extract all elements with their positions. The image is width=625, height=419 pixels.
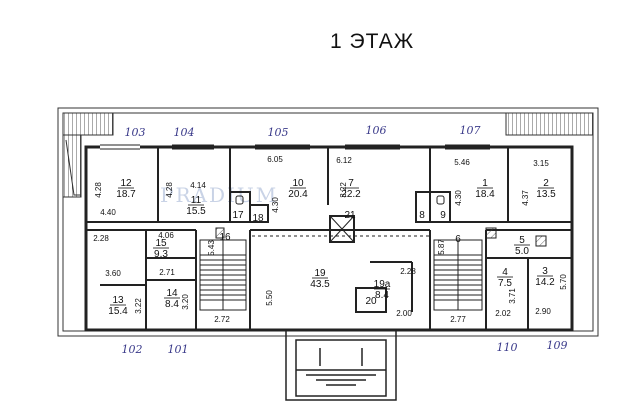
dimension-label: 5.46 [454, 158, 470, 167]
room-number: 9 [440, 210, 446, 221]
dimension-label: 5.50 [265, 290, 274, 306]
dimension-label: 3.22 [134, 298, 143, 314]
room-number: 4 [502, 267, 508, 278]
dimension-label: 2.72 [214, 315, 230, 324]
interior-walls [86, 147, 572, 330]
room-number: 21 [344, 210, 356, 221]
entrance-porch [285, 329, 397, 401]
room-number: 5 [519, 235, 525, 246]
watermark: PRADIUM [160, 183, 278, 207]
room-number: 11 [191, 195, 202, 206]
dimension-label: 3.22 [339, 182, 348, 198]
stairs-left [199, 239, 247, 311]
dimension-label: 4.06 [158, 231, 174, 240]
dimension-label: 6.05 [267, 155, 283, 164]
room-number: 3 [542, 266, 548, 277]
dimension-label: 2.28 [93, 234, 109, 243]
room-area: 18.7 [116, 189, 136, 200]
dimension-label: 2.00 [396, 309, 412, 318]
dimension-label: 4.28 [94, 182, 103, 198]
dimension-label: 4.37 [521, 190, 530, 206]
dimension-label: 5.70 [559, 274, 568, 290]
dimension-label: 4.28 [165, 182, 174, 198]
room-area: 13.5 [536, 189, 556, 200]
dimension-label: 3.15 [533, 159, 549, 168]
dimension-label: 5.43 [207, 240, 216, 256]
window-number: 107 [460, 124, 481, 137]
dimension-label: 2.71 [159, 268, 175, 277]
elevator-shaft [329, 215, 355, 243]
floor-title: 1 ЭТАЖ [330, 30, 415, 53]
dimension-label: 4.30 [271, 197, 280, 213]
room-number: 17 [232, 210, 244, 221]
dimension-label: 2.77 [450, 315, 466, 324]
dimension-label: 6.12 [336, 156, 352, 165]
window-number: 105 [268, 126, 289, 139]
room-number: 13 [112, 295, 124, 306]
window-number: 102 [122, 343, 143, 356]
toilet-fixtures [235, 195, 445, 205]
window-marks [100, 144, 490, 150]
dimension-label: 3.20 [181, 294, 190, 310]
columns [215, 227, 547, 247]
stairs-right [433, 239, 483, 311]
dimension-labels: 4.28 4.40 4.28 4.14 6.05 4.30 6.12 3.22 5.46 4.30… [93, 155, 568, 324]
room-area: 15.5 [186, 206, 206, 217]
window-number: 103 [125, 126, 146, 139]
dimension-label: 3.60 [105, 269, 121, 278]
dimension-label: 2.90 [535, 307, 551, 316]
left-ramp [62, 112, 114, 198]
room-number: 16 [219, 232, 231, 243]
dimension-label: 2.02 [495, 309, 511, 318]
right-ramp [505, 112, 594, 136]
room-number: 14 [166, 288, 178, 299]
window-number: 110 [497, 341, 518, 354]
room-number: 6 [455, 234, 461, 245]
room-number: 15 [155, 238, 167, 249]
room-number: 18 [252, 213, 264, 224]
dimension-label: 4.14 [190, 181, 206, 190]
room-area: 5.0 [515, 246, 529, 257]
window-number: 101 [168, 343, 189, 356]
dimension-label: 4.30 [454, 190, 463, 206]
window-number: 104 [174, 126, 195, 139]
dimension-label: 4.40 [100, 208, 116, 217]
room-area: 14.2 [535, 277, 555, 288]
room-number: 20 [365, 296, 377, 307]
room-area: 8.4 [375, 290, 389, 301]
room-area: 18.4 [475, 189, 495, 200]
room-area: 9.3 [154, 249, 168, 260]
room-area: 7.5 [498, 278, 512, 289]
room-number: 19а [374, 279, 391, 290]
room-area: 15.4 [108, 306, 128, 317]
room-area: 20.4 [288, 189, 308, 200]
dimension-label: 3.71 [508, 288, 517, 304]
dimension-label: 5.87 [437, 239, 446, 255]
window-number: 109 [547, 339, 568, 352]
room-number: 7 [348, 178, 354, 189]
room-number: 1 [482, 178, 488, 189]
room-area: 8.4 [165, 299, 179, 310]
room-area: 22.2 [341, 189, 361, 200]
room-number: 12 [120, 178, 132, 189]
room-number: 10 [292, 178, 304, 189]
dimension-label: 2.28 [400, 267, 416, 276]
room-number: 2 [543, 178, 549, 189]
room-number: 8 [419, 210, 425, 221]
room-area: 43.5 [310, 279, 330, 290]
room-number: 19 [314, 268, 326, 279]
window-number: 106 [366, 124, 387, 137]
